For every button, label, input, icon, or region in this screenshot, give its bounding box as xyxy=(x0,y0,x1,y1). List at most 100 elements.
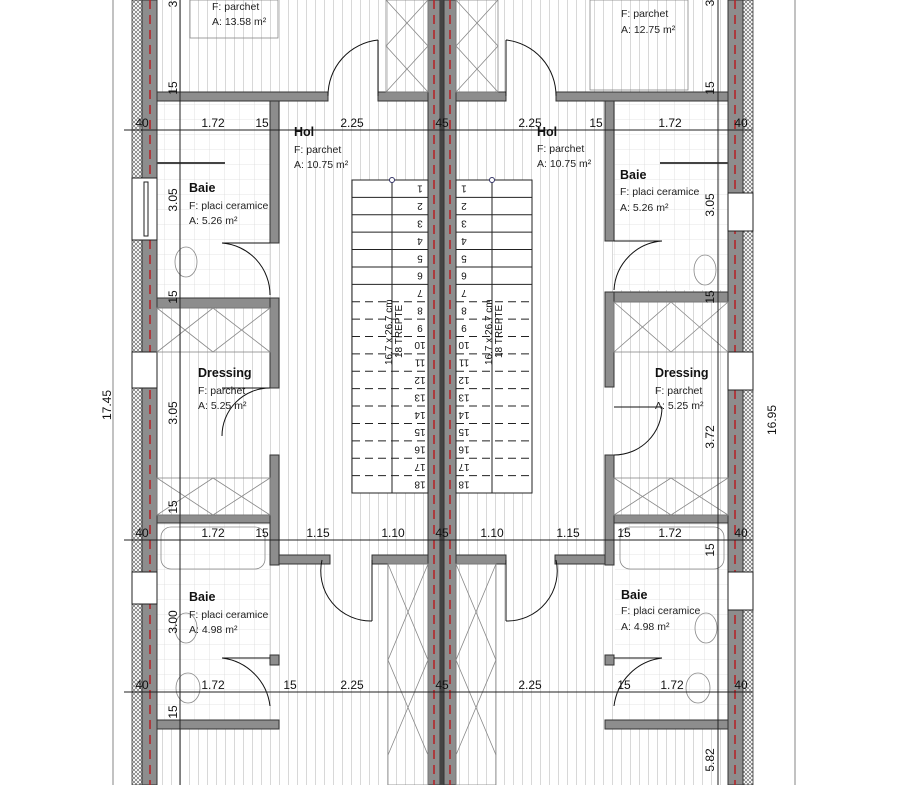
dim-label: 3.72 xyxy=(703,425,717,449)
room-area: A: 10.75 m² xyxy=(537,158,592,170)
room-dressing-right: Dressing F: parchet A: 5.25 m² xyxy=(655,366,709,412)
dim-label: 40 xyxy=(135,678,149,692)
wardrobes xyxy=(156,0,729,785)
dim-label: 2.25 xyxy=(518,678,542,692)
overall-length-left: 17.45 xyxy=(100,390,114,420)
dim-label: 15 xyxy=(703,81,717,95)
stair-step-number: 14 xyxy=(414,409,426,420)
door-baie-bottom-left[interactable] xyxy=(221,657,271,707)
overall-length-right: 16.95 xyxy=(765,405,779,435)
dim-label: 3.05 xyxy=(703,193,717,217)
toilet-icon xyxy=(174,612,198,644)
stair-step-number: 3 xyxy=(417,217,423,228)
stair-step-number: 4 xyxy=(461,235,467,246)
room-name: Dressing xyxy=(655,366,709,380)
door-lower-left[interactable] xyxy=(320,559,373,622)
stair-step-number: 18 xyxy=(414,478,426,489)
dims-left-vertical: 3 15 3.05 15 3.05 15 3.00 15 xyxy=(166,0,180,718)
toilet-icon xyxy=(694,612,718,644)
dim-label: 3.05 xyxy=(166,401,180,425)
dim-label: 40 xyxy=(734,116,748,130)
stair-step-number: 1 xyxy=(461,183,467,194)
dim-label: 2.25 xyxy=(340,678,364,692)
dimension-lines xyxy=(124,0,752,785)
room-name: Dressing xyxy=(198,366,252,380)
room-baie-top-right: Baie F: placi ceramice A: 5.26 m² xyxy=(620,168,700,214)
dim-label: 15 xyxy=(166,290,180,304)
room-area: A: 4.98 m² xyxy=(621,621,670,633)
dim-label: 15 xyxy=(283,678,297,692)
dim-label: 40 xyxy=(734,526,748,540)
door-baie-bottom-right[interactable] xyxy=(613,657,663,707)
dim-label: 15 xyxy=(703,543,717,557)
dim-label: 1.72 xyxy=(201,526,225,540)
dim-label: 40 xyxy=(734,678,748,692)
dim-label: 40 xyxy=(135,116,149,130)
dim-label: 15 xyxy=(617,678,631,692)
door-baie-top-right[interactable] xyxy=(613,240,663,291)
room-floor: F: placi ceramice xyxy=(621,605,701,617)
windows xyxy=(131,177,754,611)
stair-step-number: 16 xyxy=(458,444,470,455)
stair-step-number: 8 xyxy=(417,304,423,315)
stair-step-number: 17 xyxy=(458,461,470,472)
dim-label: 1.72 xyxy=(658,116,682,130)
stair-step-number: 4 xyxy=(417,235,423,246)
door-hol-bedroom-right[interactable] xyxy=(505,39,557,97)
dims-bottom-row: 40 1.72 15 2.25 45 2.25 15 1.72 40 xyxy=(135,678,748,692)
bed-left xyxy=(189,0,279,39)
stair-step-number: 17 xyxy=(414,461,426,472)
stair-size-label: 16.7 x 26.7 cm xyxy=(484,299,495,365)
stair-step-number: 7 xyxy=(417,287,423,298)
stair-step-number: 18 xyxy=(458,478,470,489)
dim-label: 1.15 xyxy=(306,526,330,540)
stair-step-number: 15 xyxy=(458,426,470,437)
stair-step-number: 13 xyxy=(414,391,426,402)
doors xyxy=(221,39,663,707)
stair-step-number: 13 xyxy=(458,391,470,402)
toilet-icon xyxy=(693,254,717,286)
room-bedroom-right: F: parchet A: 12.75 m² xyxy=(621,8,676,36)
dim-label: 40 xyxy=(135,526,149,540)
door-dressing-left[interactable] xyxy=(221,387,271,437)
room-floor: F: placi ceramice xyxy=(620,186,700,198)
stair-step-number: 11 xyxy=(458,357,469,368)
dim-label: 1.10 xyxy=(480,526,504,540)
stair-step-number: 8 xyxy=(461,304,467,315)
room-floor: F: parchet xyxy=(621,8,668,20)
dim-label: 3.00 xyxy=(166,610,180,634)
stair-step-number: 5 xyxy=(417,252,423,263)
room-floor: F: parchet xyxy=(294,144,341,156)
dim-label: 5.82 xyxy=(703,748,717,772)
room-area: A: 12.75 m² xyxy=(621,24,676,36)
sink-icon xyxy=(175,672,201,704)
stair-step-number: 10 xyxy=(414,339,426,350)
dims-right-vertical: 3 15 3.05 15 3.72 15 5.82 xyxy=(703,0,717,772)
dim-label: 2.25 xyxy=(518,116,542,130)
door-lower-right[interactable] xyxy=(505,559,558,622)
room-area: A: 5.26 m² xyxy=(189,215,238,227)
stair-step-number: 2 xyxy=(417,200,423,211)
dims-mid-row: 40 1.72 15 1.15 1.10 45 1.10 1.15 15 1.7… xyxy=(135,526,748,540)
door-hol-bedroom-left[interactable] xyxy=(327,39,379,97)
shower-screen xyxy=(157,162,225,164)
room-name: Baie xyxy=(189,181,215,195)
door-dressing-right[interactable] xyxy=(613,406,663,456)
dim-label: 45 xyxy=(435,526,449,540)
sanitary-fixtures xyxy=(157,0,728,704)
door-baie-top-left[interactable] xyxy=(221,242,271,296)
room-baie-top-left: Baie F: placi ceramice A: 5.26 m² xyxy=(189,181,269,227)
dims-top-row: 40 1.72 15 2.25 45 2.25 15 1.72 40 xyxy=(135,116,748,130)
room-hol-right: Hol F: parchet A: 10.75 m² xyxy=(537,125,592,170)
dim-label: 15 xyxy=(589,116,603,130)
stair-start-marker xyxy=(389,177,395,183)
dim-label: 15 xyxy=(255,526,269,540)
dim-label: 3 xyxy=(703,0,717,6)
room-floor: F: parchet xyxy=(212,1,259,13)
room-floor: F: parchet xyxy=(537,143,584,155)
stair-step-number: 11 xyxy=(414,357,425,368)
room-floor: F: placi ceramice xyxy=(189,200,269,212)
toilet-icon xyxy=(174,246,198,278)
tiles-baie-top-right xyxy=(613,100,728,290)
stair-size-label: 16.7 x 26.7 cm xyxy=(384,299,395,365)
